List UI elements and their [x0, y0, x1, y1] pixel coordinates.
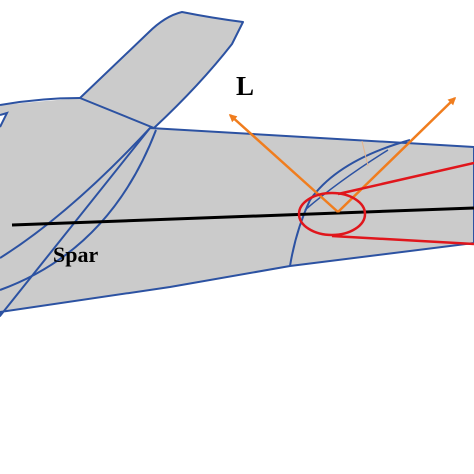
rib-curve-outer-2 — [304, 149, 389, 211]
panel-crease — [361, 140, 369, 167]
lift-arrow-right — [337, 96, 457, 213]
fuselage-body — [0, 86, 155, 316]
callout-line-upper — [337, 161, 474, 196]
callout-line-lower — [331, 234, 474, 246]
spar-label: Spar — [53, 242, 98, 267]
lift-label: L — [236, 71, 254, 101]
spar-line — [11, 206, 474, 227]
highlight-ellipse — [297, 191, 367, 237]
wing-panel — [0, 127, 474, 317]
rib-curve-inner — [0, 129, 157, 291]
upper-swept-panel — [79, 11, 244, 129]
root-edge — [0, 97, 81, 106]
rib-curve-left — [0, 127, 151, 259]
lift-arrow-left — [228, 113, 339, 213]
nose-notch — [0, 111, 9, 128]
